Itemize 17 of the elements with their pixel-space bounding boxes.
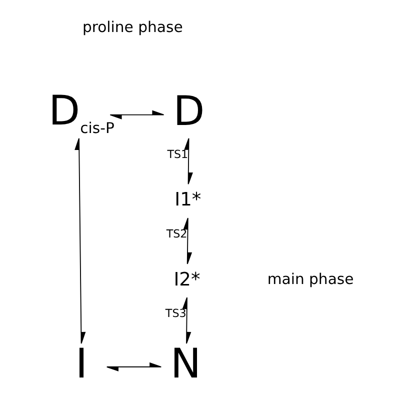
- edge-label: TS1: [167, 148, 188, 161]
- node-text: D: [173, 87, 205, 136]
- node-text: N: [170, 339, 201, 388]
- arrow: [110, 110, 164, 120]
- edge-label: TS3: [165, 307, 186, 320]
- node-text: I2*: [174, 269, 200, 290]
- arrow: [74, 138, 86, 344]
- arrow: [184, 138, 193, 185]
- label: main phase: [267, 271, 354, 288]
- node-text: I1*: [174, 190, 202, 211]
- node-text: D$_{cis-P}$: [48, 86, 114, 137]
- node-text: I: [76, 339, 88, 388]
- arrow: [183, 218, 192, 264]
- edge-label: TS2: [166, 228, 188, 241]
- arrow: [182, 297, 192, 344]
- arrow: [106, 362, 162, 372]
- label: proline phase: [82, 19, 183, 36]
